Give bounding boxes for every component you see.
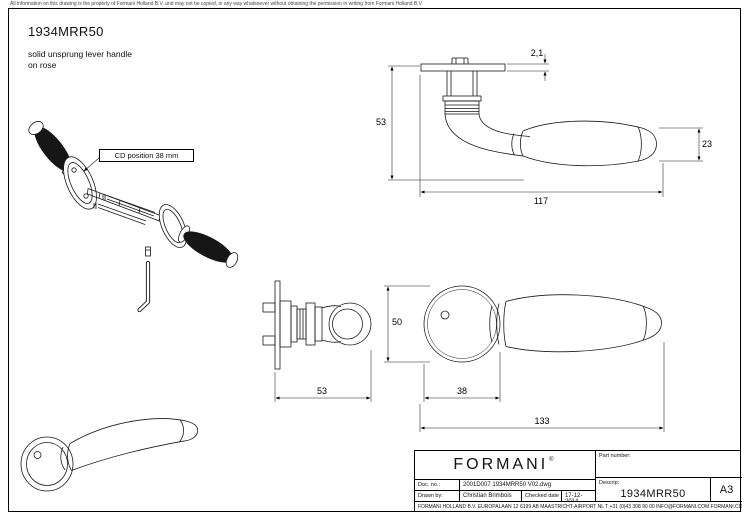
dimension-back-depth: 53: [316, 386, 327, 396]
drawn-by-label: Drawn by:: [415, 490, 459, 501]
rear-view: [262, 280, 372, 370]
rear-view-dimension-lines: [274, 285, 430, 402]
page-title: 1934MRR50: [28, 24, 104, 39]
cd-position-label: CD position 38 mm: [99, 149, 194, 162]
front-view: [423, 285, 662, 363]
title-block: FORMANI® Doc. no.: 2001D007 1934MRR50 V0…: [414, 450, 742, 513]
side-view-dimension-lines: [388, 54, 703, 197]
formani-logo: FORMANI®: [415, 451, 595, 479]
dimension-handle-length: 117: [533, 196, 549, 206]
doc-number-label: Doc. no.:: [415, 479, 459, 490]
checked-date-label: Checked date: [521, 490, 561, 501]
isometric-view: [28, 121, 239, 268]
dimension-rose-width: 38: [456, 386, 467, 396]
allen-key-icon: [137, 246, 151, 313]
part-number-label: Part number:: [599, 453, 631, 459]
front-view-dimension-lines: [419, 342, 665, 432]
perspective-view: [20, 418, 199, 492]
drawing-border: [8, 8, 741, 512]
drawing-layer: [20, 54, 703, 492]
dimension-overall-length: 133: [534, 416, 550, 426]
doc-number-value: 2001D007 1934MRR50 V02.dwg: [459, 479, 595, 490]
registered-trademark-icon: ®: [549, 457, 557, 463]
part-number-value: 1934MRR50: [620, 488, 686, 500]
copyright-notice: All information on this drawing is the p…: [10, 1, 422, 7]
part-number-cell: Part number:: [595, 451, 742, 477]
company-footer: FORMANI HOLLAND B.V. EUROPALAAN 12 6199 …: [415, 501, 742, 513]
checked-date-value: 17-12-2014: [561, 490, 595, 501]
drawing-subtitle: solid unsprung lever handle on rose: [28, 49, 132, 70]
description-label: Descrip:: [599, 480, 620, 486]
sheet-size: A3: [710, 477, 742, 501]
dimension-grip-diameter: 23: [702, 139, 713, 149]
drawn-by-value: Christian Brimbois: [459, 490, 521, 501]
dimension-height: 53: [375, 117, 386, 127]
dimension-rose-thickness: 2,1: [530, 48, 544, 58]
description-cell: Descrip: 1934MRR50: [595, 477, 710, 501]
dimension-rose-diameter: 50: [392, 317, 403, 327]
side-view: [420, 57, 657, 167]
logo-text: FORMANI: [453, 456, 549, 473]
